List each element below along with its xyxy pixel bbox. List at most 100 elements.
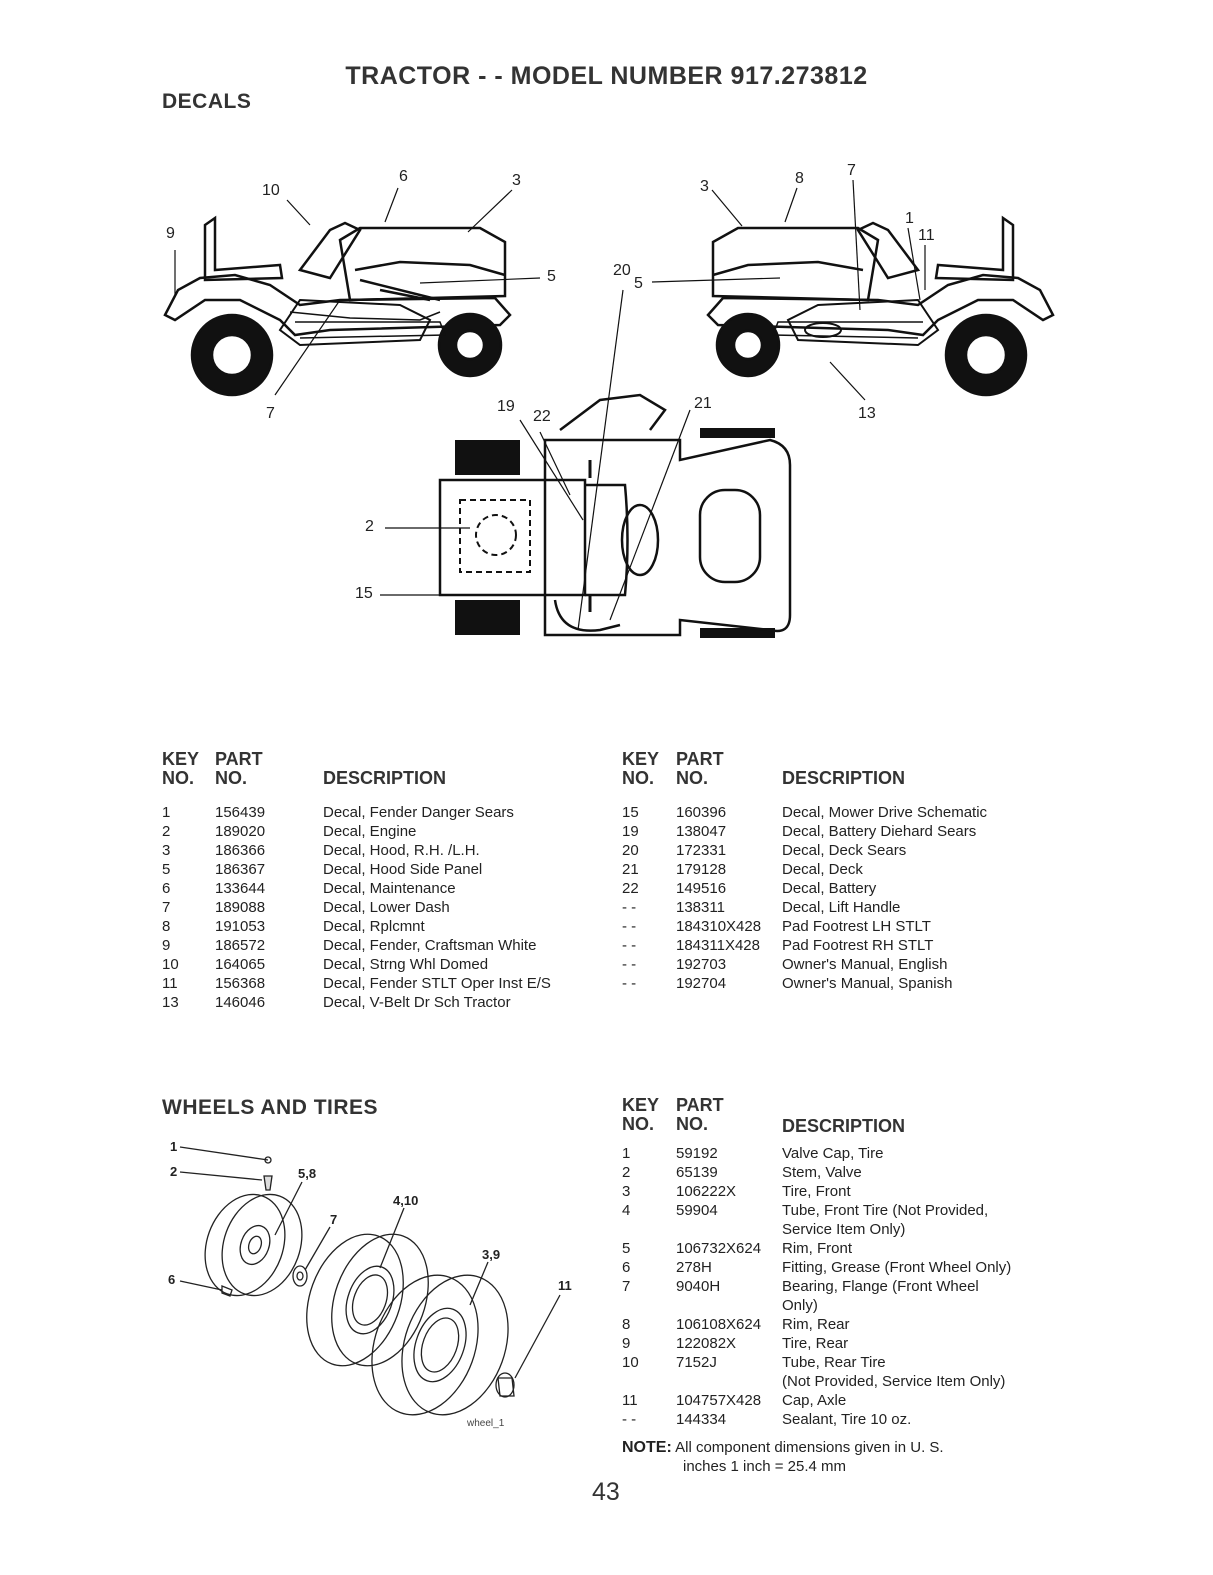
description: Bearing, Flange (Front Wheel bbox=[782, 1278, 979, 1295]
wheel-image-label: wheel_1 bbox=[467, 1418, 505, 1429]
part-no: 186572 bbox=[215, 937, 266, 954]
callout-top-22: 22 bbox=[533, 408, 551, 425]
description: Decal, Deck Sears bbox=[782, 842, 907, 859]
page-title: TRACTOR - - MODEL NUMBER 917.273812 bbox=[345, 62, 868, 90]
key-no: 22 bbox=[622, 880, 639, 897]
description: Decal, Fender Danger Sears bbox=[323, 804, 514, 821]
part-no: 138311 bbox=[676, 899, 725, 916]
table-row: 11 104757X428 Cap, Axle bbox=[622, 1391, 1072, 1410]
table-row: Only) bbox=[622, 1296, 1072, 1315]
callout-right-1: 1 bbox=[905, 210, 914, 227]
description: Decal, Mower Drive Schematic bbox=[782, 804, 988, 821]
key-no: 15 bbox=[622, 804, 639, 821]
description: Tire, Rear bbox=[782, 1335, 849, 1352]
description: (Not Provided, Service Item Only) bbox=[782, 1373, 1006, 1390]
description: Only) bbox=[782, 1297, 818, 1314]
part-no: 179128 bbox=[676, 861, 727, 878]
description: Decal, Battery bbox=[782, 880, 877, 897]
callout-top-19: 19 bbox=[497, 398, 515, 415]
part-no: 184311X428 bbox=[676, 937, 760, 954]
part-no: 184310X428 bbox=[676, 918, 762, 935]
description: Decal, Fender STLT Oper Inst E/S bbox=[323, 975, 551, 992]
description: Cap, Axle bbox=[782, 1392, 847, 1409]
description: Decal, Lift Handle bbox=[782, 899, 901, 916]
part-no: 9040H bbox=[676, 1278, 721, 1295]
key-no: 11 bbox=[162, 975, 178, 992]
part-no: 104757X428 bbox=[676, 1392, 762, 1409]
callout-top-15: 15 bbox=[355, 585, 373, 602]
part-no: 164065 bbox=[215, 956, 266, 973]
part-no: 59192 bbox=[676, 1145, 718, 1162]
table-row: Service Item Only) bbox=[622, 1220, 1072, 1239]
description: Stem, Valve bbox=[782, 1164, 862, 1181]
key-no: 1 bbox=[162, 804, 171, 821]
callout-right-11: 11 bbox=[918, 227, 935, 244]
key-no: - - bbox=[622, 899, 637, 916]
description: Fitting, Grease (Front Wheel Only) bbox=[782, 1259, 1012, 1276]
table-row: - - 138311 Decal, Lift Handle bbox=[622, 898, 1062, 917]
part-no: 7152J bbox=[676, 1354, 717, 1371]
callout-left-5: 5 bbox=[547, 268, 556, 285]
decals-right-key-header: KEY NO. bbox=[622, 749, 660, 788]
wheel-callout-7: 7 bbox=[330, 1212, 338, 1227]
part-no: 156439 bbox=[215, 804, 266, 821]
wheel-callout-5-8: 5,8 bbox=[298, 1166, 317, 1181]
description: Rim, Front bbox=[782, 1240, 853, 1257]
left-tractor bbox=[163, 215, 512, 397]
key-no: - - bbox=[622, 1411, 637, 1428]
decals-right-part-header: PART NO. bbox=[676, 749, 724, 788]
key-no: 21 bbox=[622, 861, 639, 878]
callout-top-2: 2 bbox=[365, 518, 374, 535]
key-no: 8 bbox=[162, 918, 171, 935]
key-no: 19 bbox=[622, 823, 639, 840]
part-no: 106222X bbox=[676, 1183, 737, 1200]
key-no: 2 bbox=[622, 1164, 631, 1181]
table-row: 1 156439 Decal, Fender Danger Sears bbox=[162, 803, 602, 822]
description: Pad Footrest RH STLT bbox=[782, 937, 934, 954]
callout-left-6: 6 bbox=[399, 168, 408, 185]
callout-left-7: 7 bbox=[266, 405, 275, 422]
key-no: 11 bbox=[622, 1392, 638, 1409]
decals-heading: DECALS bbox=[162, 90, 252, 113]
wheel-callout-11: 11 bbox=[558, 1278, 572, 1293]
key-no: 3 bbox=[622, 1183, 631, 1200]
description: Tube, Front Tire (Not Provided, bbox=[782, 1202, 989, 1219]
decals-illustration bbox=[163, 179, 1055, 638]
key-no: 6 bbox=[162, 880, 171, 897]
wheels-illustration bbox=[179, 1146, 561, 1416]
wheel-callout-2: 2 bbox=[170, 1164, 178, 1179]
description: Pad Footrest LH STLT bbox=[782, 918, 931, 935]
description: Service Item Only) bbox=[782, 1221, 906, 1238]
wheel-callout-6: 6 bbox=[168, 1272, 176, 1287]
description: Decal, Rplcmnt bbox=[323, 918, 425, 935]
description: Decal, Lower Dash bbox=[323, 899, 450, 916]
key-no: - - bbox=[622, 956, 637, 973]
description: Decal, Maintenance bbox=[323, 880, 456, 897]
callout-right-13: 13 bbox=[858, 405, 876, 422]
wheel-callout-1: 1 bbox=[170, 1139, 178, 1154]
wheel-callout-4-10: 4,10 bbox=[393, 1193, 419, 1208]
callout-right-5: 5 bbox=[634, 275, 643, 292]
